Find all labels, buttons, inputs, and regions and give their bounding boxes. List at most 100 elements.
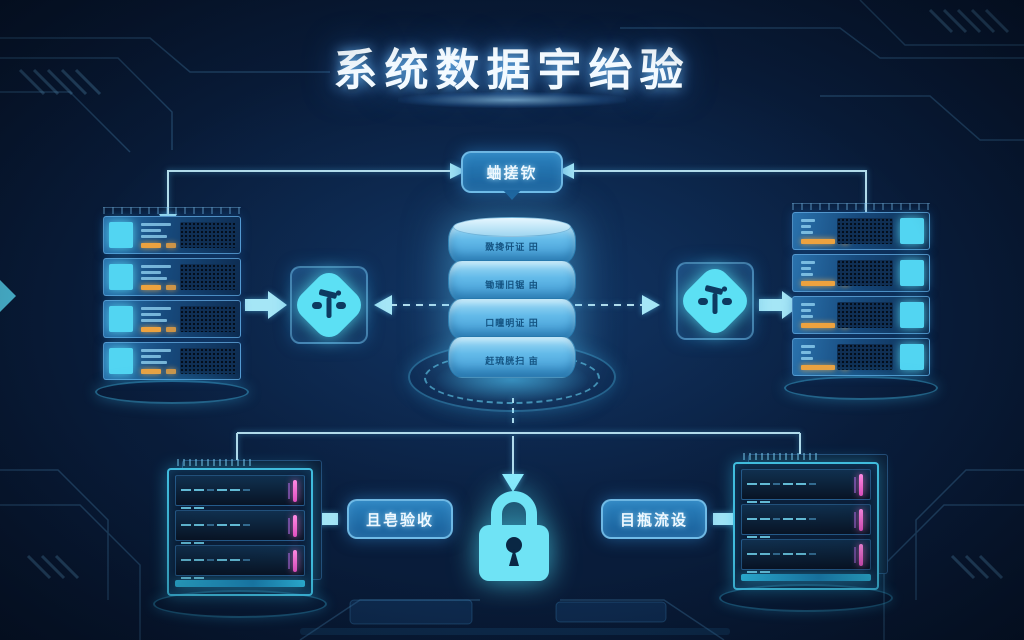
server-detail-lines: [801, 261, 815, 279]
bottom-left-label-box: 且皂验收: [347, 499, 453, 539]
server-unit: [103, 258, 241, 296]
database-segment: 锄珊旧锯 由: [448, 260, 576, 302]
cabinet-frame: [733, 462, 879, 590]
server-cabinet-bottom-right: [719, 453, 893, 612]
server-unit: [792, 212, 930, 250]
wrench-hammer-icon: [698, 285, 732, 314]
slot-text-cluster: [747, 510, 819, 546]
server-amber-led: [801, 239, 835, 244]
rack-header-ticks: [792, 203, 930, 210]
server-detail-lines: [141, 223, 171, 241]
database-cylinder-icon: 敪搀矸证 田 锄珊旧锯 由 口瞳明证 田 赶琉胱扫 亩: [448, 217, 576, 378]
slot-text-cluster: [181, 481, 253, 517]
magenta-led-dim: [854, 547, 856, 563]
bottom-right-label-box: 目瓶流设: [601, 499, 707, 539]
magenta-led-strip: [859, 544, 863, 566]
solid-arrow-tool-to-rack-right: [759, 299, 782, 311]
magenta-led-strip: [293, 550, 297, 572]
server-amber-led: [166, 243, 176, 248]
server-panel-light: [109, 222, 133, 248]
cabinet-slot: [175, 545, 305, 579]
cabinet-slot: [741, 539, 871, 573]
database-segment-text: 口瞳明证 田: [485, 318, 539, 328]
tool-diamond-badge: [676, 262, 754, 340]
database-segment-text: 锄珊旧锯 由: [485, 280, 539, 290]
slot-text-cluster: [747, 475, 819, 511]
server-unit: [103, 342, 241, 380]
server-vent-grille: [180, 264, 236, 290]
database-segment: 口瞳明证 田: [448, 298, 576, 340]
cabinet-base-bar: [175, 580, 305, 587]
database-segment: 赶琉胱扫 亩: [448, 336, 576, 378]
top-label-text: 蛐搓钦: [486, 164, 538, 182]
server-detail-lines: [801, 219, 815, 237]
database-segment-text: 赶琉胱扫 亩: [485, 356, 539, 366]
wrench-hammer-icon: [312, 289, 346, 318]
tool-tile-right: [676, 262, 754, 340]
bottom-left-label-text: 且皂验收: [365, 511, 434, 529]
cabinet-frame: [167, 468, 313, 596]
server-amber-led: [141, 243, 161, 248]
server-unit: [792, 296, 930, 334]
tool-diamond-badge: [290, 266, 368, 344]
server-panel-light: [900, 218, 924, 244]
server-detail-lines: [141, 307, 171, 325]
magenta-led-dim: [854, 477, 856, 493]
padlock-shackle: [491, 491, 537, 533]
rack-platform-glow: [784, 376, 938, 400]
slot-text-cluster: [181, 516, 253, 552]
server-detail-lines: [801, 303, 815, 321]
solid-arrow-label-to-cab-right: [713, 513, 735, 525]
cabinet-top-ticks: [743, 453, 817, 460]
padlock-keyhole-stem: [509, 548, 519, 566]
server-detail-lines: [141, 265, 171, 283]
server-unit: [792, 254, 930, 292]
cabinet-platform-glow: [153, 590, 327, 618]
server-panel-light: [900, 302, 924, 328]
rack-header-ticks: [103, 207, 241, 214]
server-amber-led: [166, 369, 176, 374]
server-amber-led: [801, 281, 835, 286]
top-label-bubble: 蛐搓钦: [461, 151, 563, 200]
server-vent-grille: [837, 260, 893, 286]
server-vent-grille: [837, 302, 893, 328]
server-panel-light: [109, 348, 133, 374]
server-cabinet-bottom-left: [153, 459, 327, 618]
server-vent-grille: [837, 344, 893, 370]
server-vent-grille: [837, 218, 893, 244]
server-amber-led: [166, 285, 176, 290]
server-amber-led: [141, 369, 161, 374]
server-amber-led: [141, 285, 161, 290]
magenta-led-dim: [288, 518, 290, 534]
database-segment-text: 敪搀矸证 田: [485, 242, 539, 252]
slot-text-cluster: [747, 545, 819, 581]
magenta-led-strip: [293, 480, 297, 502]
solid-arrow-rack-to-tool-left: [245, 299, 268, 311]
server-amber-led: [141, 327, 161, 332]
server-panel-light: [109, 306, 133, 332]
server-unit: [103, 216, 241, 254]
server-unit: [792, 338, 930, 376]
server-vent-grille: [180, 348, 236, 374]
cabinet-slot: [741, 504, 871, 538]
magenta-led-dim: [288, 553, 290, 569]
slot-text-cluster: [181, 551, 253, 587]
arrowhead-left-into-tool: [374, 295, 392, 315]
server-vent-grille: [180, 306, 236, 332]
server-rack-top-left: [95, 207, 249, 404]
magenta-led-dim: [288, 483, 290, 499]
server-amber-led: [801, 365, 835, 370]
tool-tile-left: [290, 266, 368, 344]
arrowhead-right-into-tool: [642, 295, 660, 315]
magenta-led-dim: [854, 512, 856, 528]
server-unit: [103, 300, 241, 338]
server-detail-lines: [801, 345, 815, 363]
cabinet-slot: [741, 469, 871, 503]
cabinet-slot: [175, 510, 305, 544]
rack-platform-glow: [95, 380, 249, 404]
cabinet-base-bar: [741, 574, 871, 581]
server-panel-light: [109, 264, 133, 290]
database-top-cap: [453, 217, 571, 237]
magenta-led-strip: [859, 509, 863, 531]
arrowhead-down-to-lock: [502, 474, 524, 492]
